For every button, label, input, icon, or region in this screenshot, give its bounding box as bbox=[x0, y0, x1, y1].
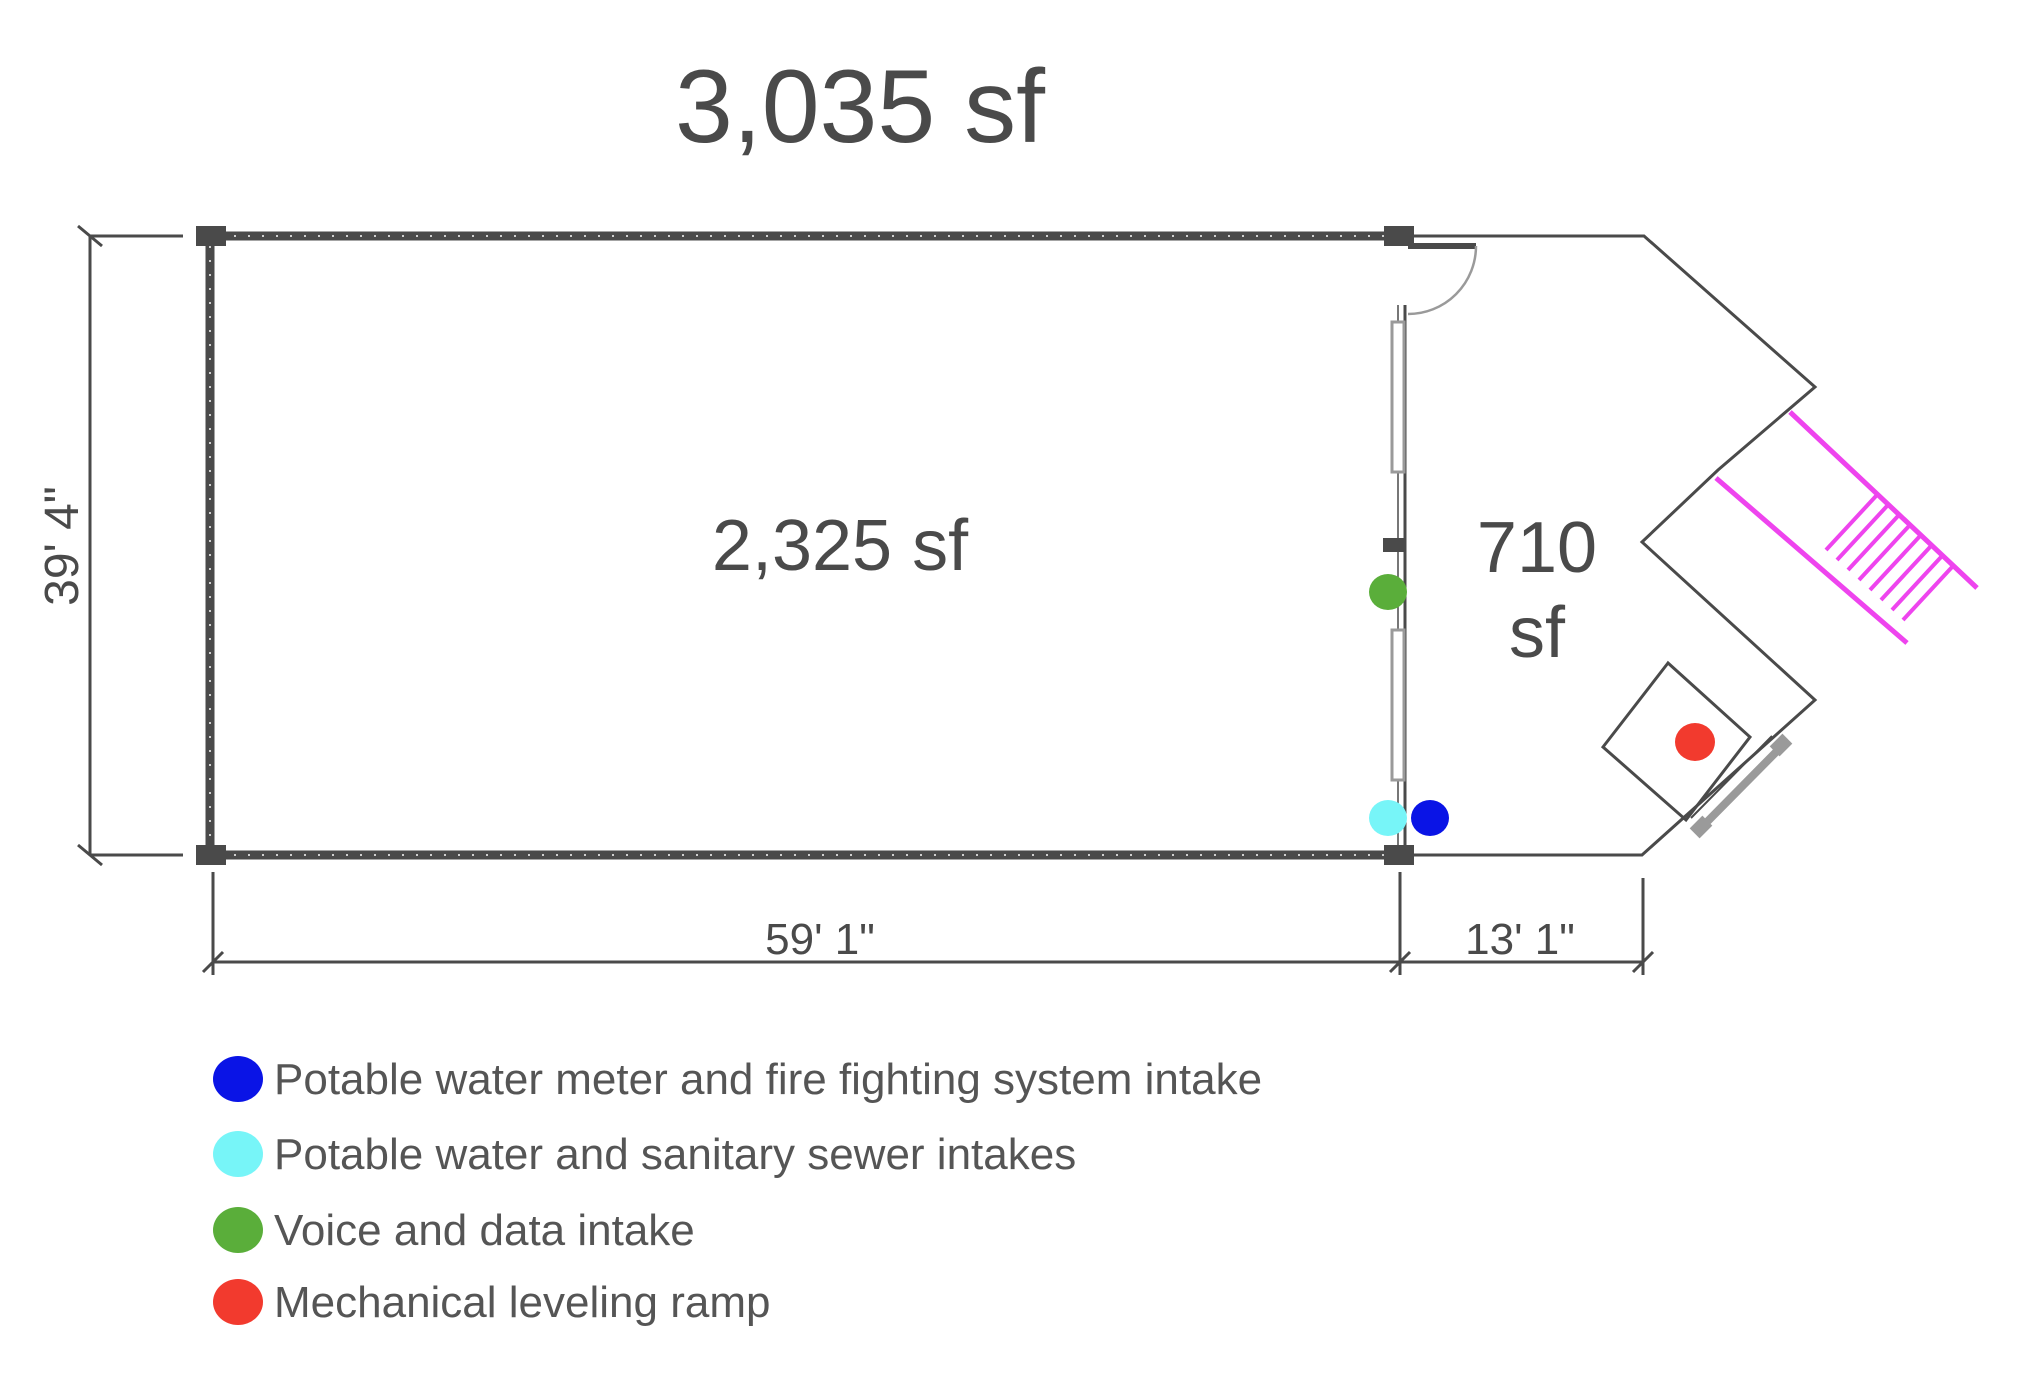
legend-item-potable-sewer: Potable water and sanitary sewer intakes bbox=[213, 1130, 1076, 1179]
legend: Potable water meter and fire fighting sy… bbox=[213, 1055, 1262, 1327]
annex-outline bbox=[1405, 234, 1818, 857]
corner-posts bbox=[196, 226, 1414, 865]
marker-ramp bbox=[1675, 723, 1715, 761]
marker-potable-sewer bbox=[1369, 800, 1407, 836]
dimension-width bbox=[201, 872, 1655, 975]
legend-label: Voice and data intake bbox=[274, 1206, 695, 1255]
dim-height-label: 39' 4" bbox=[36, 486, 89, 606]
door bbox=[1407, 243, 1478, 316]
legend-swatch bbox=[213, 1207, 263, 1253]
legend-swatch bbox=[213, 1056, 263, 1102]
windows bbox=[1390, 320, 1406, 782]
legend-item-ramp: Mechanical leveling ramp bbox=[213, 1278, 770, 1327]
legend-swatch bbox=[213, 1279, 263, 1325]
legend-item-voice-data: Voice and data intake bbox=[213, 1206, 695, 1255]
legend-item-potable-fire: Potable water meter and fire fighting sy… bbox=[213, 1055, 1262, 1104]
legend-label: Mechanical leveling ramp bbox=[274, 1278, 770, 1327]
total-area-title: 3,035 sf bbox=[675, 49, 1046, 165]
main-room-area: 2,325 sf bbox=[712, 506, 969, 586]
legend-swatch bbox=[213, 1131, 263, 1177]
annex-area-number: 710 bbox=[1477, 508, 1597, 588]
dimension-height bbox=[77, 224, 183, 867]
dim-main-width-label: 59' 1" bbox=[765, 915, 875, 964]
annex-area-unit: sf bbox=[1509, 593, 1566, 673]
marker-potable-fire bbox=[1411, 800, 1449, 836]
marker-voice-data bbox=[1369, 574, 1407, 610]
legend-label: Potable water meter and fire fighting sy… bbox=[274, 1055, 1262, 1104]
stairs bbox=[1714, 410, 1979, 645]
wall-texture bbox=[209, 235, 1390, 856]
markers bbox=[1369, 574, 1715, 836]
dim-annex-width-label: 13' 1" bbox=[1465, 915, 1575, 964]
legend-label: Potable water and sanitary sewer intakes bbox=[274, 1130, 1076, 1179]
ramp-platform bbox=[1600, 660, 1793, 839]
